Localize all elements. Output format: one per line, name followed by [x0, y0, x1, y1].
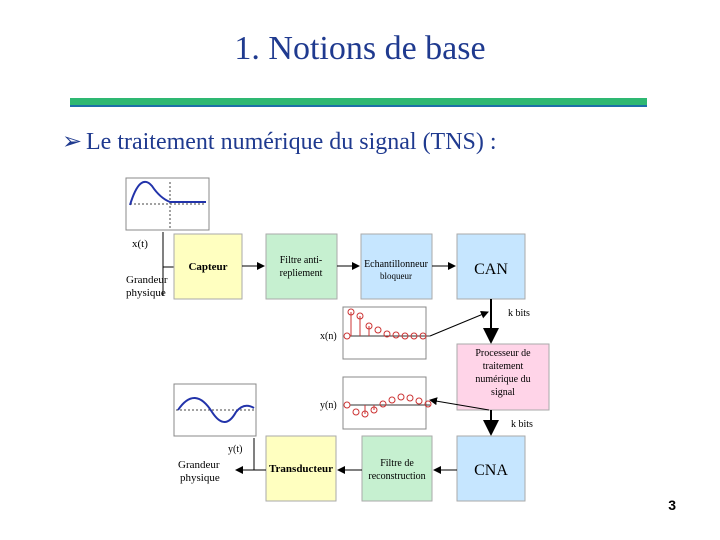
grandeur-out-label-2: physique — [180, 472, 220, 484]
processor-block — [456, 343, 550, 411]
transducteur-label: Transducteur — [269, 463, 333, 475]
xn-sampled-plot — [342, 306, 430, 360]
transducteur-block — [265, 435, 337, 502]
filtre-anti-label-1: Filtre anti- — [280, 255, 323, 266]
proc-label-2: traitement — [483, 361, 524, 372]
can-block — [456, 233, 526, 300]
output-signal-plot — [173, 383, 257, 437]
filtre-anti-label-2: repliement — [280, 268, 323, 279]
echant-label-1: Echantillonneur — [364, 259, 429, 270]
yt-label: y(t) — [228, 444, 242, 455]
xn-label: x(n) — [320, 331, 337, 342]
bullet-text: Le traitement numérique du signal (TNS) … — [86, 129, 497, 155]
capteur-label: Capteur — [188, 261, 227, 273]
echant-label-2: bloqueur — [380, 271, 412, 281]
proc-label-4: signal — [491, 387, 515, 398]
bullet-item: ➢Le traitement numérique du signal (TNS)… — [62, 127, 497, 156]
page-number: 3 — [668, 497, 676, 513]
title-divider — [70, 98, 647, 107]
grandeur-in-label-1: Grandeur — [126, 274, 168, 286]
slide-title: 1. Notions de base — [234, 30, 486, 67]
yn-label: y(n) — [320, 400, 337, 411]
grandeur-out-label-1: Grandeur — [178, 459, 220, 471]
reconstruction-filter-block — [361, 435, 433, 502]
proc-label-3: numérique du — [475, 374, 530, 385]
input-signal-plot — [125, 177, 210, 231]
cna-label: CNA — [474, 462, 508, 479]
kbits-label-2: k bits — [511, 419, 533, 430]
capteur-block — [173, 233, 243, 300]
proc-label-1: Processeur de — [475, 348, 531, 359]
can-label: CAN — [474, 261, 508, 278]
grandeur-in-label-2: physique — [126, 287, 166, 299]
filtre-rec-label-2: reconstruction — [368, 471, 425, 482]
sampler-block — [360, 233, 433, 300]
yn-sampled-plot — [342, 376, 432, 430]
xt-label: x(t) — [132, 238, 148, 250]
kbits-label-1: k bits — [508, 308, 530, 319]
filtre-rec-label-1: Filtre de — [380, 458, 414, 469]
arrow-bullet-icon: ➢ — [62, 129, 83, 155]
anti-aliasing-filter-block — [265, 233, 338, 300]
cna-block — [456, 435, 526, 502]
